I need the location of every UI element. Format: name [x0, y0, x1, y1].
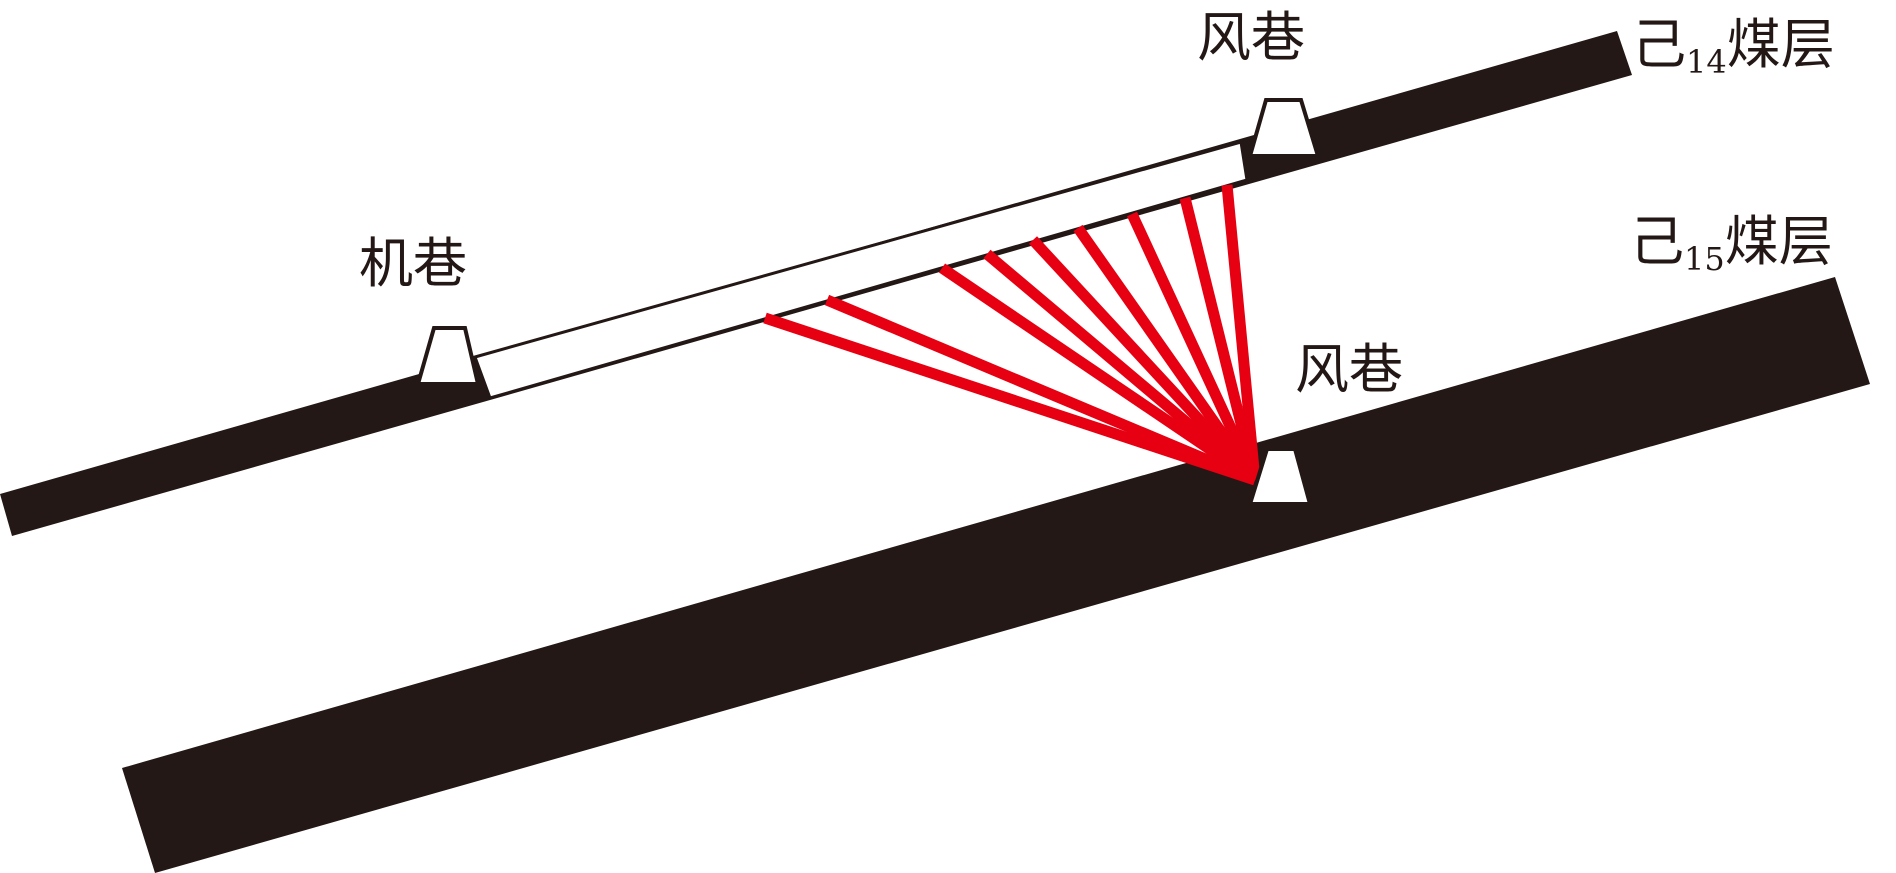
- borehole-1: [763, 312, 1257, 486]
- machine-roadway-label: 机巷: [359, 232, 467, 295]
- borehole-5: [1028, 236, 1260, 484]
- upper-working-face: [473, 140, 1249, 400]
- borehole-4: [983, 249, 1259, 485]
- borehole-9: [1221, 184, 1261, 481]
- lower-seam-prefix: 己: [1630, 210, 1684, 273]
- upper-seam-subscript: 14: [1686, 43, 1727, 81]
- lower-seam-subscript: 15: [1684, 240, 1725, 278]
- lower-seam-suffix: 煤层: [1725, 210, 1833, 273]
- borehole-3: [938, 263, 1259, 485]
- borehole-6: [1073, 224, 1260, 484]
- borehole-7: [1127, 211, 1260, 483]
- lower-coal-seam: [122, 277, 1870, 873]
- machine-roadway-symbol: [415, 326, 481, 386]
- borehole-fan: [763, 184, 1261, 486]
- borehole-8: [1179, 196, 1261, 482]
- upper-coal-seam-label: 己14煤层: [1632, 13, 1835, 81]
- lower-air-roadway-label: 风巷: [1295, 338, 1403, 401]
- upper-air-roadway-label: 风巷: [1197, 6, 1305, 69]
- upper-seam-suffix: 煤层: [1727, 13, 1835, 76]
- upper-seam-prefix: 己: [1632, 13, 1686, 76]
- upper-air-roadway-symbol: [1247, 98, 1321, 158]
- lower-coal-seam-label: 己15煤层: [1630, 210, 1833, 278]
- borehole-2: [824, 294, 1258, 486]
- lower-air-roadway-symbol: [1247, 447, 1313, 506]
